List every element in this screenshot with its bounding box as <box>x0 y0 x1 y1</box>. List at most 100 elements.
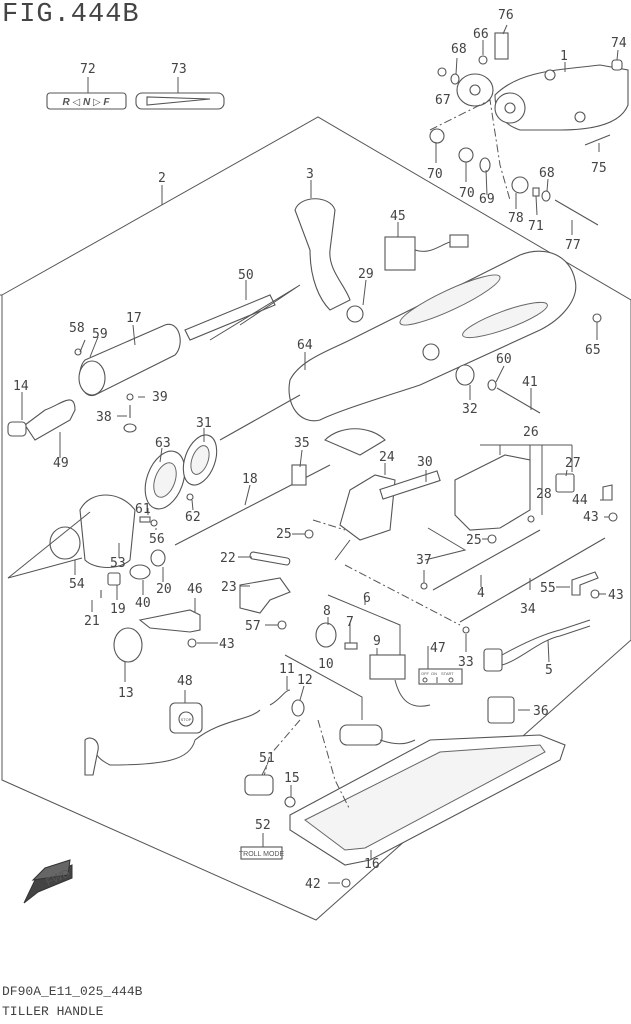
screw-42[interactable] <box>341 878 351 888</box>
callout-74[interactable]: 74 <box>611 36 627 51</box>
shift-box-26[interactable] <box>454 454 531 531</box>
callout-61[interactable]: 61 <box>135 502 151 517</box>
troll-mode-decal[interactable]: TROLL MODE <box>239 846 285 860</box>
callout-51[interactable]: 51 <box>259 751 275 766</box>
callout-49[interactable]: 49 <box>53 456 69 471</box>
callout-23[interactable]: 23 <box>221 580 237 595</box>
clip-37[interactable] <box>420 582 428 590</box>
bushing-20[interactable] <box>150 549 166 567</box>
callout-39[interactable]: 39 <box>152 390 168 405</box>
callout-38[interactable]: 38 <box>96 410 112 425</box>
callout-29[interactable]: 29 <box>358 267 374 282</box>
callout-15[interactable]: 15 <box>284 771 300 786</box>
clip-33[interactable] <box>462 626 470 634</box>
callout-21[interactable]: 21 <box>84 614 100 629</box>
callout-17[interactable]: 17 <box>126 311 142 326</box>
callout-31[interactable]: 31 <box>196 416 212 431</box>
callout-10[interactable]: 10 <box>318 657 334 672</box>
callout-69[interactable]: 69 <box>479 192 495 207</box>
bolt-43c[interactable] <box>590 589 600 599</box>
callout-22[interactable]: 22 <box>220 551 236 566</box>
callout-57[interactable]: 57 <box>245 619 261 634</box>
callout-37[interactable]: 37 <box>416 553 432 568</box>
callout-60[interactable]: 60 <box>496 352 512 367</box>
callout-78[interactable]: 78 <box>508 211 524 226</box>
callout-66[interactable]: 66 <box>473 27 489 42</box>
callout-9[interactable]: 9 <box>373 634 381 649</box>
callout-43b[interactable]: 43 <box>583 510 599 525</box>
lever-23[interactable] <box>239 577 291 614</box>
callout-25b[interactable]: 25 <box>466 533 482 548</box>
lanyard-clip[interactable] <box>84 737 99 776</box>
grommet-ring[interactable] <box>422 343 440 361</box>
callout-54[interactable]: 54 <box>69 577 85 592</box>
callout-47[interactable]: 47 <box>430 641 446 656</box>
callout-52[interactable]: 52 <box>255 818 271 833</box>
callout-65[interactable]: 65 <box>585 343 601 358</box>
callout-77[interactable]: 77 <box>565 238 581 253</box>
bolt-25b[interactable] <box>487 534 497 544</box>
plate-76[interactable] <box>494 32 509 60</box>
grommet-32[interactable] <box>455 364 475 386</box>
callout-16[interactable]: 16 <box>364 857 380 872</box>
cap-74[interactable] <box>611 59 623 71</box>
bolt-66[interactable] <box>478 55 488 65</box>
callout-34[interactable]: 34 <box>520 602 536 617</box>
callout-32[interactable]: 32 <box>462 402 478 417</box>
callout-33[interactable]: 33 <box>458 655 474 670</box>
holder-35[interactable] <box>291 464 307 486</box>
washer-69[interactable] <box>479 157 491 173</box>
callout-28[interactable]: 28 <box>536 487 552 502</box>
callout-59[interactable]: 59 <box>92 327 108 342</box>
callout-45[interactable]: 45 <box>390 209 406 224</box>
bracket-24[interactable] <box>339 474 396 541</box>
bolt-43b[interactable] <box>608 512 618 522</box>
bolt-75[interactable] <box>584 134 611 146</box>
callout-41[interactable]: 41 <box>522 375 538 390</box>
callout-1[interactable]: 1 <box>560 49 568 64</box>
lower-cover-16[interactable] <box>289 734 566 866</box>
washer-39[interactable] <box>126 393 134 401</box>
callout-35[interactable]: 35 <box>294 436 310 451</box>
lanyard-11[interactable] <box>94 739 196 766</box>
switch-45[interactable] <box>384 234 469 271</box>
spring-40[interactable] <box>129 564 151 580</box>
bracket-44[interactable] <box>602 484 613 501</box>
callout-24[interactable]: 24 <box>379 450 395 465</box>
callout-43a[interactable]: 43 <box>219 637 235 652</box>
callout-30[interactable]: 30 <box>417 455 433 470</box>
plate-30[interactable] <box>379 470 441 500</box>
callout-36[interactable]: 36 <box>533 704 549 719</box>
bolt-25a[interactable] <box>304 529 314 539</box>
callout-44[interactable]: 44 <box>572 493 588 508</box>
stop-decal[interactable]: STOP <box>169 702 203 734</box>
cap-54[interactable] <box>49 526 81 560</box>
throttle-decal[interactable] <box>135 92 225 110</box>
throttle-grip[interactable] <box>78 323 181 396</box>
callout-12[interactable]: 12 <box>297 673 313 688</box>
collar-49[interactable] <box>24 399 76 441</box>
troll-switch-51[interactable] <box>244 774 274 796</box>
switch-cover-8[interactable] <box>315 622 337 648</box>
callout-18[interactable]: 18 <box>242 472 258 487</box>
clip-28[interactable] <box>527 515 535 523</box>
callout-43c[interactable]: 43 <box>608 588 624 603</box>
shift-lever[interactable] <box>294 198 351 311</box>
nut-67[interactable] <box>437 67 447 77</box>
washer-60[interactable] <box>487 379 497 391</box>
bushing-78[interactable] <box>511 176 529 194</box>
washer-38b[interactable] <box>123 423 137 433</box>
handle-body[interactable] <box>288 250 577 422</box>
callout-67[interactable]: 67 <box>435 93 451 108</box>
screw-62[interactable] <box>186 493 194 501</box>
throttle-end-14[interactable] <box>7 421 27 437</box>
throttle-cable-4[interactable] <box>432 529 541 591</box>
callout-19[interactable]: 19 <box>110 602 126 617</box>
holder-50[interactable] <box>184 294 276 341</box>
callout-71[interactable]: 71 <box>528 219 544 234</box>
key-7[interactable] <box>344 642 358 650</box>
callout-72[interactable]: 72 <box>80 62 96 77</box>
nut-15[interactable] <box>284 796 296 808</box>
callout-68a[interactable]: 68 <box>451 42 467 57</box>
callout-75[interactable]: 75 <box>591 161 607 176</box>
